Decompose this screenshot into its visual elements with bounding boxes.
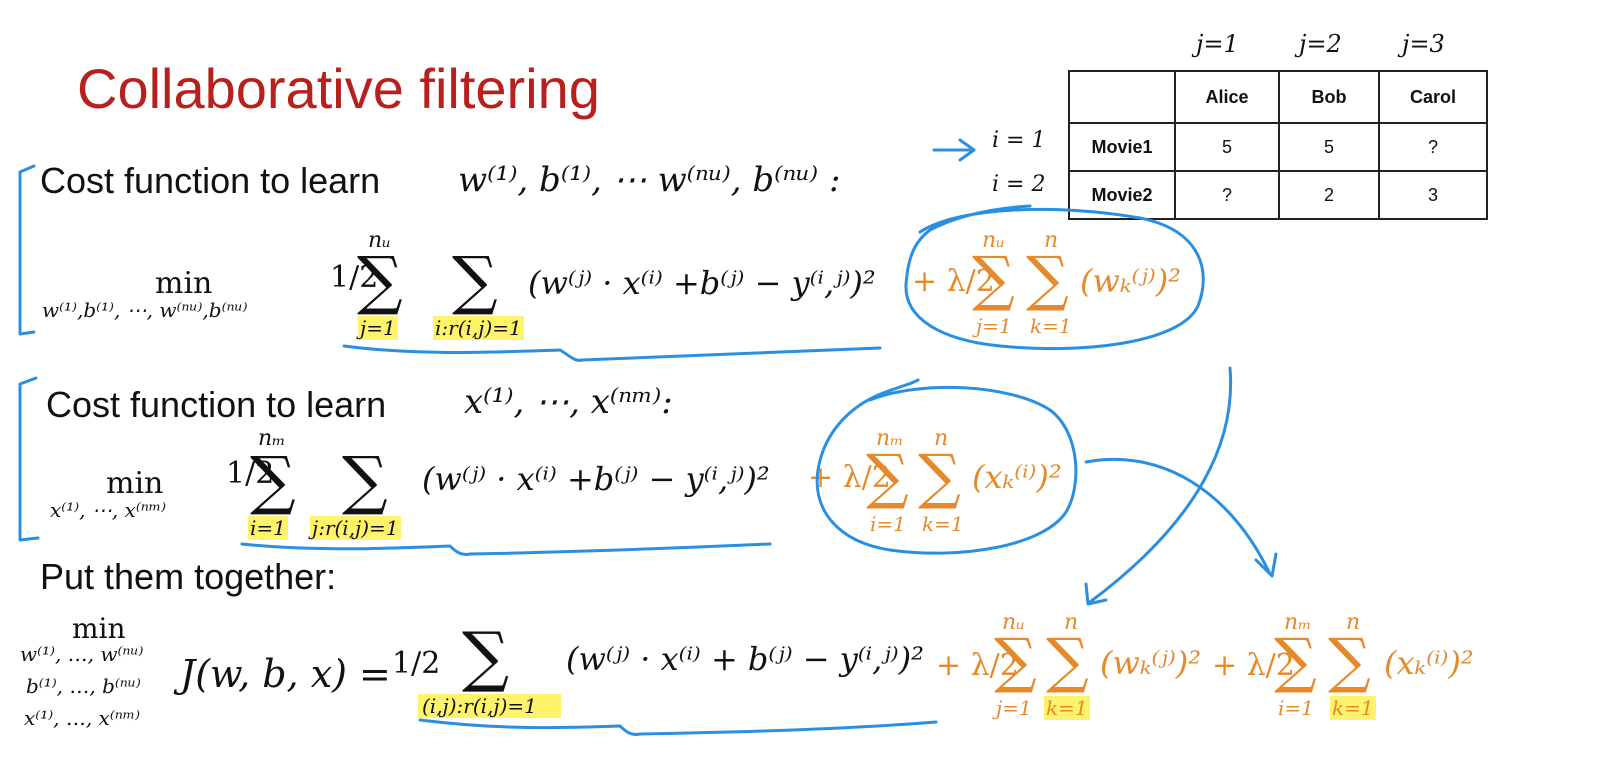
- sum-symbol: ∑: [1328, 626, 1371, 696]
- col-index-1: j=1: [1196, 30, 1239, 58]
- section3-reg2-sum2-top: n: [1346, 610, 1361, 635]
- connector-arrow-1: [1084, 366, 1233, 606]
- section1-half: 1/2: [330, 260, 379, 295]
- section1-error-term: (w⁽ʲ⁾ · x⁽ⁱ⁾ +b⁽ʲ⁾ − y⁽ⁱ,ʲ⁾)²: [528, 264, 876, 302]
- section2-reg-sum1-bottom: i=1: [870, 512, 906, 536]
- section2-reg-circle: [815, 378, 1078, 555]
- section3-half: 1/2: [392, 646, 441, 681]
- section3-reg1-lambda: + λ/2: [936, 648, 1019, 683]
- table-cell: Movie1: [1068, 122, 1176, 172]
- table-cell: 5: [1278, 122, 1380, 172]
- section3-reg2-lambda: + λ/2: [1212, 648, 1295, 683]
- section3-reg1-sum1-bottom: j=1: [996, 696, 1032, 720]
- slide-title: Collaborative filtering: [77, 57, 600, 120]
- section1-reg-sum1-top: nᵤ: [982, 228, 1005, 253]
- sum-symbol: ∑: [452, 244, 498, 318]
- col-index-2: j=2: [1299, 30, 1342, 58]
- section2-sum2-bottom: j:r(i,j)=1: [310, 516, 401, 540]
- section2-params: x⁽¹⁾, ⋯, x⁽ⁿᵐ⁾:: [464, 382, 673, 422]
- section1-sum1-bottom: j=1: [358, 316, 398, 340]
- table-header-cell: Bob: [1278, 70, 1380, 124]
- table-row: Movie1 5 5 ?: [1068, 122, 1488, 172]
- section3-reg1-sum2-top: n: [1064, 610, 1079, 635]
- section3-error-term: (w⁽ʲ⁾ · x⁽ⁱ⁾ + b⁽ʲ⁾ − y⁽ⁱ,ʲ⁾)²: [566, 640, 924, 678]
- section1-heading: Cost function to learn: [40, 160, 381, 201]
- section3-reg1-sum1-top: nᵤ: [1002, 610, 1025, 635]
- section3-reg2-sum2-bottom: k=1: [1330, 696, 1376, 720]
- row-pointer-arrow: [932, 138, 976, 162]
- section3-lhs: J(w, b, x) =: [180, 652, 391, 696]
- section2-half: 1/2: [226, 456, 275, 491]
- sum-symbol: ∑: [866, 442, 909, 512]
- section2-reg-sum2-top: n: [934, 426, 949, 451]
- sum-symbol: ∑: [994, 626, 1037, 696]
- section2-sum1-top: nₘ: [258, 426, 286, 451]
- section1-reg-term: (wₖ⁽ʲ⁾)²: [1080, 262, 1182, 300]
- section2-sum1-bottom: i=1: [248, 516, 288, 540]
- row-index-2: i = 2: [992, 172, 1046, 197]
- sum-symbol: ∑: [1026, 244, 1069, 314]
- section2-reg-term: (xₖ⁽ⁱ⁾)²: [972, 458, 1062, 496]
- section1-underline: [342, 344, 882, 362]
- section3-reg1-sum2-bottom: k=1: [1044, 696, 1090, 720]
- table-cell: ?: [1174, 170, 1280, 220]
- col-index-3: j=3: [1402, 30, 1445, 58]
- section3-underline: [418, 718, 938, 736]
- row-index-1: i = 1: [992, 128, 1046, 153]
- table-cell: ?: [1378, 122, 1488, 172]
- section2-error-term: (w⁽ʲ⁾ · x⁽ⁱ⁾ +b⁽ʲ⁾ − y⁽ⁱ,ʲ⁾)²: [422, 460, 770, 498]
- section1-sum1-top: nᵤ: [368, 228, 391, 253]
- sum-symbol: ∑: [250, 444, 296, 518]
- sum-symbol: ∑: [462, 618, 510, 695]
- section2-reg-sum2-bottom: k=1: [922, 512, 964, 536]
- table-header-cell: [1068, 70, 1176, 124]
- section2-reg-sum1-top: nₘ: [876, 426, 904, 451]
- section3-sum-bottom: (i,j):r(i,j)=1: [418, 694, 561, 718]
- section1-sum2-bottom: i:r(i,j)=1: [433, 316, 524, 340]
- sum-symbol: ∑: [342, 444, 388, 518]
- table-header-cell: Carol: [1378, 70, 1488, 124]
- section2-reg-lambda: + λ/2: [808, 460, 891, 495]
- section1-min-sub: w⁽¹⁾,b⁽¹⁾, ⋯, w⁽ⁿᵘ⁾,b⁽ⁿᵘ⁾: [42, 298, 248, 322]
- ratings-table: Alice Bob Carol Movie1 5 5 ? Movie2 ? 2 …: [1068, 70, 1488, 220]
- section2-min: min: [106, 466, 164, 501]
- section3-min-sub-b: b⁽¹⁾, …, b⁽ⁿᵘ⁾: [26, 674, 141, 698]
- section1-bracket: [18, 164, 36, 336]
- section3-min-sub-x: x⁽¹⁾, …, x⁽ⁿᵐ⁾: [24, 706, 141, 730]
- sum-symbol: ∑: [918, 442, 961, 512]
- table-header-row: Alice Bob Carol: [1068, 70, 1488, 124]
- table-row: Movie2 ? 2 3: [1068, 170, 1488, 220]
- sum-symbol: ∑: [1274, 626, 1317, 696]
- section2-underline: [240, 542, 772, 556]
- section3-reg2-term: (xₖ⁽ⁱ⁾)²: [1384, 644, 1474, 682]
- sum-symbol: ∑: [1046, 626, 1089, 696]
- section2-bracket: [18, 376, 40, 542]
- section2-heading: Cost function to learn: [46, 384, 387, 425]
- connector-arrow-2: [1084, 457, 1278, 578]
- section1-reg-lambda: + λ/2: [912, 264, 995, 299]
- section1-reg-sum1-bottom: j=1: [976, 314, 1012, 338]
- section3-min-sub-w: w⁽¹⁾, …, w⁽ⁿᵘ⁾: [20, 642, 144, 666]
- table-cell: Movie2: [1068, 170, 1176, 220]
- section3-min: min: [72, 612, 126, 645]
- sum-symbol: ∑: [357, 244, 403, 318]
- section1-params: w⁽¹⁾, b⁽¹⁾, ⋯ w⁽ⁿᵘ⁾, b⁽ⁿᵘ⁾ :: [458, 160, 841, 200]
- section3-reg1-term: (wₖ⁽ʲ⁾)²: [1100, 644, 1202, 682]
- table-cell: 2: [1278, 170, 1380, 220]
- section1-reg-sum2-top: n: [1044, 228, 1059, 253]
- sum-symbol: ∑: [972, 244, 1015, 314]
- table-cell: 5: [1174, 122, 1280, 172]
- section3-heading: Put them together:: [40, 556, 337, 597]
- section3-reg2-sum1-bottom: i=1: [1278, 696, 1314, 720]
- section2-min-sub: x⁽¹⁾, ⋯, x⁽ⁿᵐ⁾: [50, 498, 167, 522]
- section1-reg-sum2-bottom: k=1: [1030, 314, 1072, 338]
- section1-reg-circle: [904, 204, 1205, 351]
- table-cell: 3: [1378, 170, 1488, 220]
- table-header-cell: Alice: [1174, 70, 1280, 124]
- section1-min: min: [155, 266, 213, 301]
- section3-reg2-sum1-top: nₘ: [1284, 610, 1312, 635]
